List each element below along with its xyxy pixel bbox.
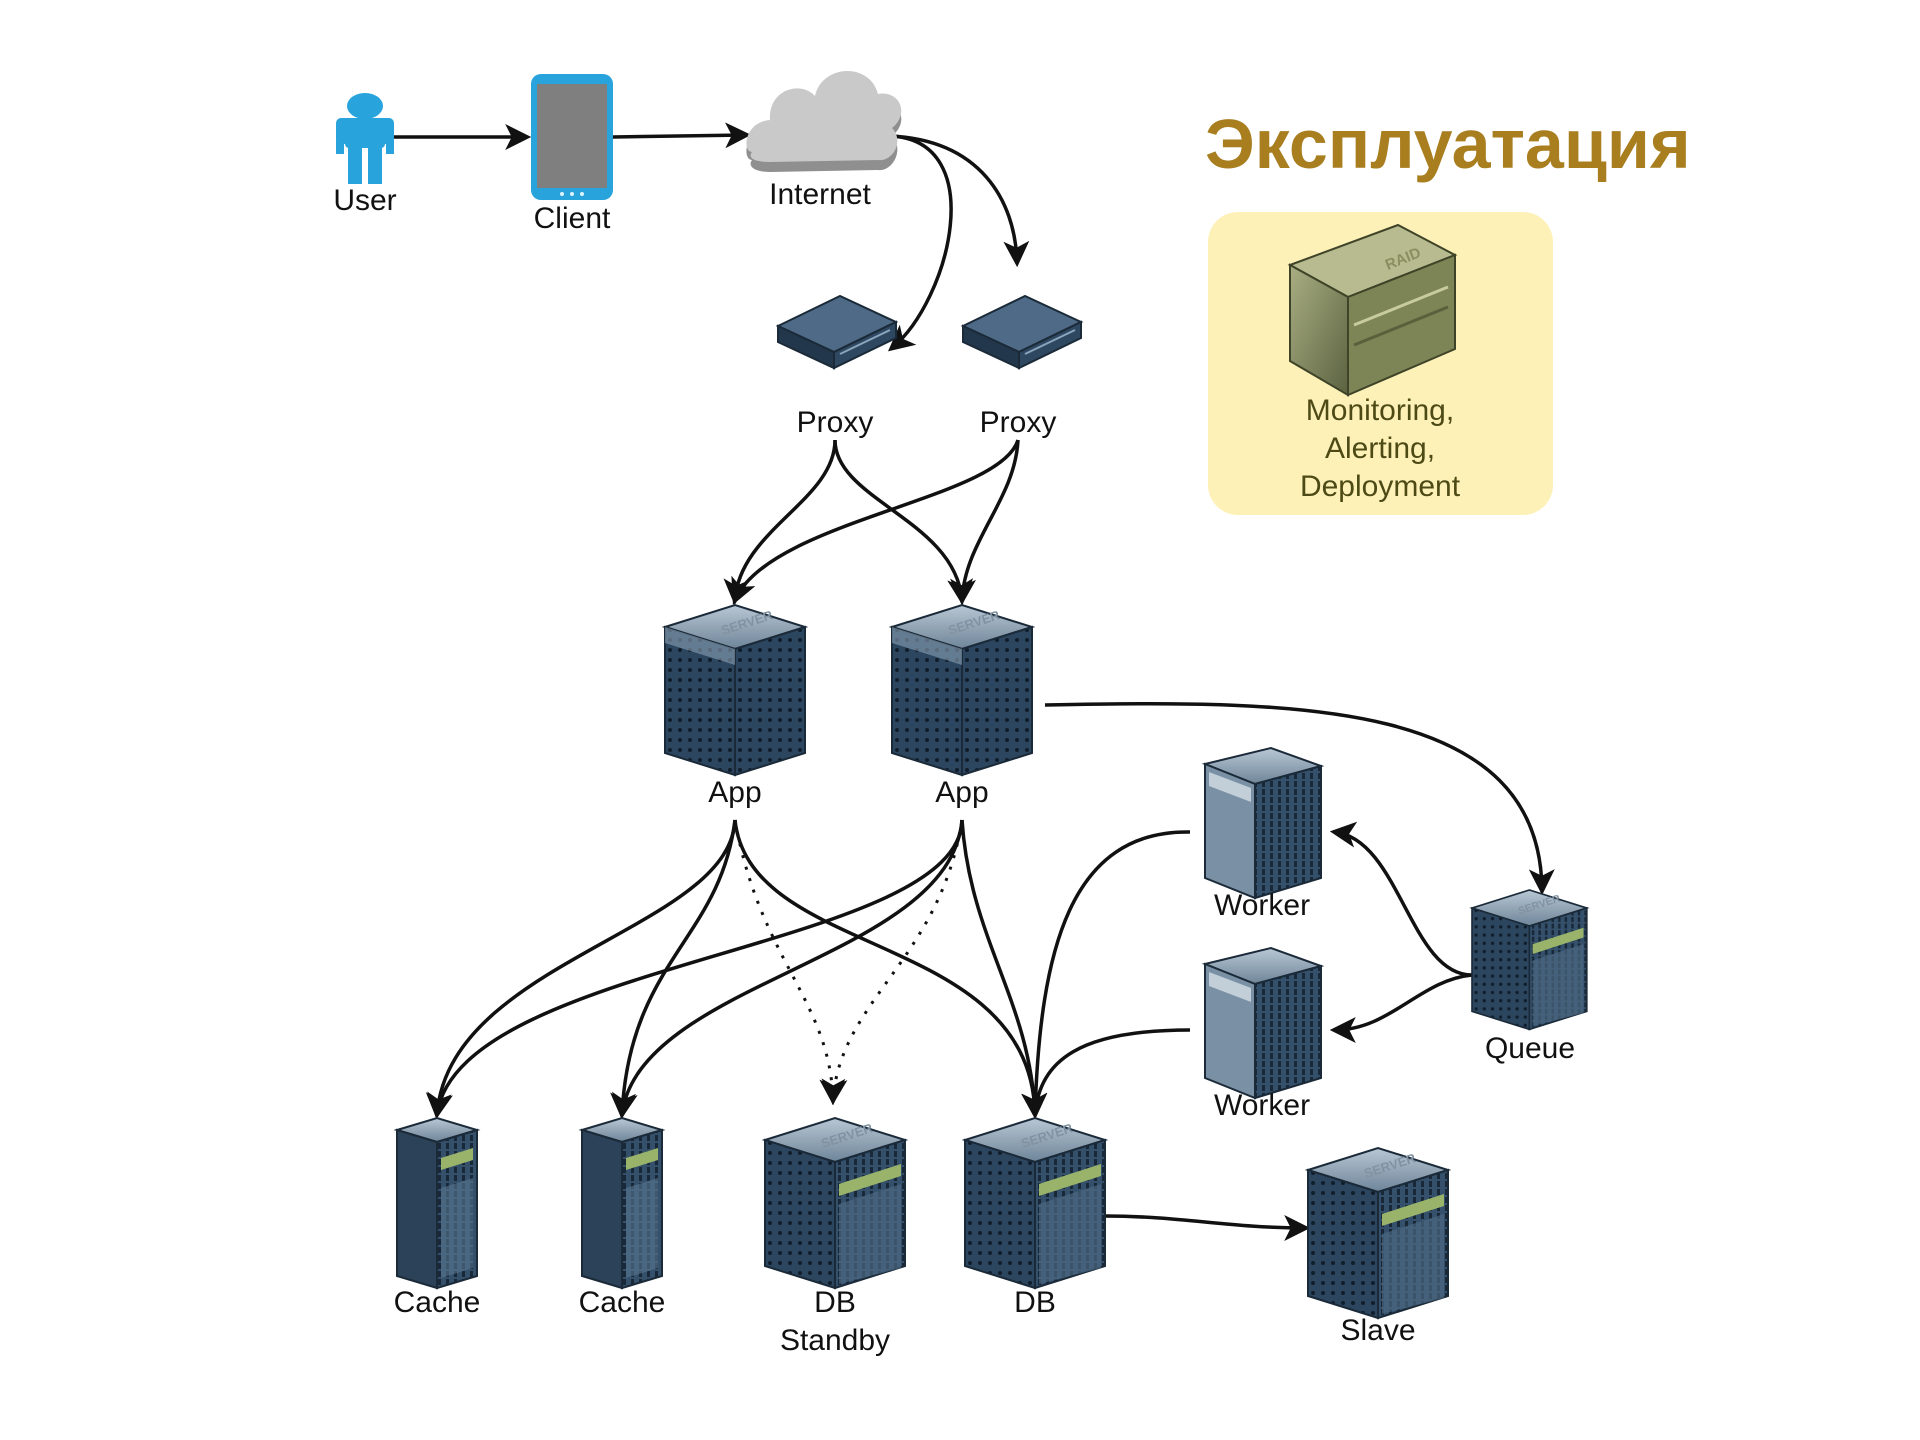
node-proxy-1: Proxy <box>777 295 897 439</box>
edge-queue-worker1 <box>1329 821 1473 977</box>
node-client: Client <box>531 74 613 235</box>
node-label-app-1: App <box>708 776 761 809</box>
tower-server-icon <box>1204 947 1322 1099</box>
page-title: Эксплуатация <box>1205 105 1691 183</box>
node-label-slave: Slave <box>1340 1314 1415 1347</box>
edge-app1-standby <box>733 819 846 1106</box>
node-user: User <box>333 93 397 217</box>
edge-db-slave <box>1104 1214 1311 1241</box>
tower-server-icon <box>1204 747 1322 899</box>
node-slave: Slave <box>1307 1147 1449 1347</box>
edge-app2-queue <box>1044 701 1555 896</box>
node-internet: Internet <box>746 70 902 211</box>
node-label-client: Client <box>534 202 611 235</box>
node-label-cache-2: Cache <box>579 1286 666 1319</box>
monitoring-panel: RAID Monitoring, Alerting, Deployment <box>1208 212 1553 515</box>
node-label-user: User <box>333 184 396 217</box>
node-db-standby: DB Standby <box>764 1117 906 1357</box>
server-cube-icon <box>664 604 806 776</box>
monitoring-label-line1: Monitoring, <box>1306 394 1454 427</box>
node-label-cache-1: Cache <box>394 1286 481 1319</box>
node-worker-1: Worker <box>1204 747 1322 922</box>
user-person-icon <box>336 93 394 184</box>
raid-storage-icon: RAID <box>1287 223 1458 397</box>
node-app-1: App <box>664 604 806 809</box>
edge-worker2-db <box>1033 1028 1191 1115</box>
edge-queue-worker2 <box>1329 973 1473 1043</box>
server-rack-icon <box>581 1117 663 1289</box>
monitoring-label-line3: Deployment <box>1300 470 1461 503</box>
node-label-db-standby-1: DB <box>814 1286 856 1319</box>
monitoring-label-line2: Alerting, <box>1325 432 1435 465</box>
node-label-queue: Queue <box>1485 1032 1575 1065</box>
edge-app2-cache2 <box>611 819 964 1120</box>
tablet-device-icon <box>531 74 613 200</box>
edge-worker1-db <box>1033 830 1191 1115</box>
edge-app1-cache1 <box>425 819 737 1120</box>
node-label-worker-1: Worker <box>1214 889 1310 922</box>
connectors <box>392 122 1555 1241</box>
server-cube-icon <box>964 1117 1106 1289</box>
edge-app2-cache1 <box>427 819 964 1120</box>
node-worker-2: Worker <box>1204 947 1322 1122</box>
node-label-proxy-1: Proxy <box>797 406 874 439</box>
node-queue: Queue <box>1471 889 1588 1065</box>
server-cube-icon <box>1471 889 1588 1031</box>
node-label-app-2: App <box>935 776 988 809</box>
proxy-appliance-icon <box>777 295 897 369</box>
edge-proxy2-app2 <box>950 439 1020 606</box>
edge-internet-proxy2 <box>889 134 1030 268</box>
edge-proxy1-app1 <box>723 439 837 606</box>
proxy-appliance-icon <box>962 295 1082 369</box>
edge-client-internet <box>612 122 752 149</box>
node-label-db-standby-2: Standby <box>780 1324 890 1357</box>
server-cube-icon <box>891 604 1033 776</box>
server-cube-icon <box>764 1117 906 1289</box>
node-db: DB <box>964 1117 1106 1319</box>
node-cache-1: Cache <box>394 1117 481 1319</box>
node-app-2: App <box>891 604 1033 809</box>
server-cube-icon <box>1307 1147 1449 1319</box>
server-rack-icon <box>396 1117 478 1289</box>
cloud-icon <box>746 70 902 172</box>
edge-app1-cache2 <box>610 819 737 1120</box>
node-label-internet: Internet <box>769 178 871 211</box>
edge-proxy1-app2 <box>833 439 974 606</box>
edge-app1-db <box>733 819 1048 1120</box>
edge-internet-proxy1 <box>887 134 953 352</box>
node-proxy-2: Proxy <box>962 295 1082 439</box>
node-label-worker-2: Worker <box>1214 1089 1310 1122</box>
edge-app2-db <box>960 819 1048 1120</box>
node-label-db: DB <box>1014 1286 1056 1319</box>
node-label-proxy-2: Proxy <box>980 406 1057 439</box>
node-cache-2: Cache <box>579 1117 666 1319</box>
edge-proxy2-app1 <box>731 439 1020 605</box>
